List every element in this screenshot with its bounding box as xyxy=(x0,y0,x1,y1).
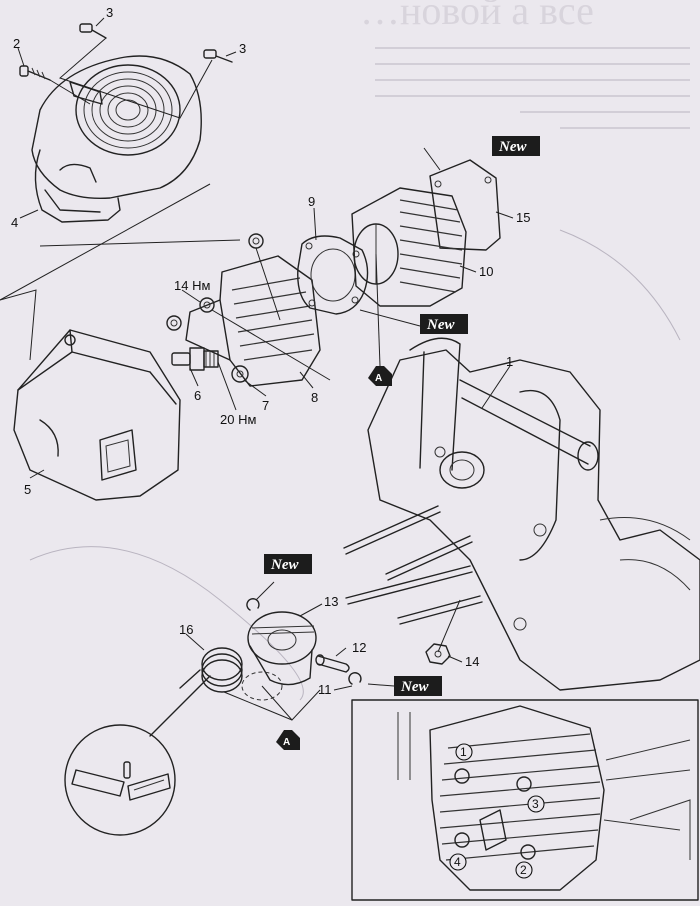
alignment-mark-a-cylinder-text: A xyxy=(375,373,382,384)
fan-cover xyxy=(31,55,202,223)
alignment-mark-a-cylinder: A xyxy=(368,366,392,386)
cylinder-studs xyxy=(343,505,483,625)
head-gasket xyxy=(297,235,369,315)
base-gasket xyxy=(429,159,501,251)
new-badge-gasket-base-text: New xyxy=(426,317,455,333)
order-4: 4 xyxy=(449,853,467,871)
new-badge-gasket-top-text: New xyxy=(498,139,527,155)
background-bleed xyxy=(29,47,690,701)
spark-plug xyxy=(171,347,219,371)
callout-3-top: 3 xyxy=(106,5,113,20)
callout-3-right: 3 xyxy=(239,41,246,56)
order-1: 1 xyxy=(455,743,473,761)
callout-14-bottom: 14 xyxy=(465,654,479,669)
assembly-lines xyxy=(0,37,461,721)
ring-gap-detail xyxy=(64,669,211,836)
callout-6: 6 xyxy=(194,388,201,403)
callout-16: 16 xyxy=(179,622,193,637)
callout-2: 2 xyxy=(13,36,20,51)
screw-3-right xyxy=(203,49,233,63)
callout-7: 7 xyxy=(262,398,269,413)
callout-5: 5 xyxy=(24,482,31,497)
page-header-fragment: …новой а все xyxy=(360,0,594,33)
crankcase-nut-14 xyxy=(425,643,451,665)
callout-4: 4 xyxy=(11,215,18,230)
order-1-text: 1 xyxy=(460,745,467,759)
new-badge-gasket-top: New xyxy=(492,136,540,156)
cap-nut-top xyxy=(248,233,264,249)
alignment-mark-a-piston-text: A xyxy=(283,737,290,748)
callout-9: 9 xyxy=(308,194,315,209)
torque-spark-plug: 20 Нм xyxy=(220,412,256,427)
new-badge-gasket-base: New xyxy=(420,314,468,334)
cylinder-shroud xyxy=(13,329,181,501)
order-3: 3 xyxy=(527,795,545,813)
crankcase xyxy=(367,337,700,691)
callout-1: 1 xyxy=(506,354,513,369)
new-badge-clip-upper: New xyxy=(264,554,312,574)
tightening-order-inset xyxy=(351,699,699,901)
cap-nut-left xyxy=(166,315,182,331)
callout-15: 15 xyxy=(516,210,530,225)
screw-3-top xyxy=(79,23,107,39)
new-badge-clip-upper-text: New xyxy=(270,557,299,573)
screw-2 xyxy=(19,65,51,81)
callout-10: 10 xyxy=(479,264,493,279)
piston-clip-lower xyxy=(348,672,362,685)
cylinder-head xyxy=(185,255,321,387)
cap-nut-7 xyxy=(231,365,249,383)
leader-lines xyxy=(17,17,514,691)
order-2-text: 2 xyxy=(520,863,527,877)
new-badge-clip-lower: New xyxy=(394,676,442,696)
cylinder xyxy=(351,187,467,307)
piston-pin xyxy=(315,654,350,673)
callout-12: 12 xyxy=(352,640,366,655)
order-3-text: 3 xyxy=(532,797,539,811)
order-4-text: 4 xyxy=(454,855,461,869)
ring-position-dashed xyxy=(241,671,283,701)
piston-clip-upper xyxy=(246,598,260,611)
callout-8: 8 xyxy=(311,390,318,405)
piston-rings xyxy=(201,647,243,693)
alignment-mark-a-piston: A xyxy=(276,730,300,750)
torque-cap-nut: 14 Нм xyxy=(174,278,210,293)
cap-nut-14nm xyxy=(199,297,215,313)
new-badge-clip-lower-text: New xyxy=(400,679,429,695)
piston xyxy=(247,611,317,686)
order-2: 2 xyxy=(515,861,533,879)
callout-11: 11 xyxy=(318,682,332,697)
callout-13: 13 xyxy=(324,594,338,609)
